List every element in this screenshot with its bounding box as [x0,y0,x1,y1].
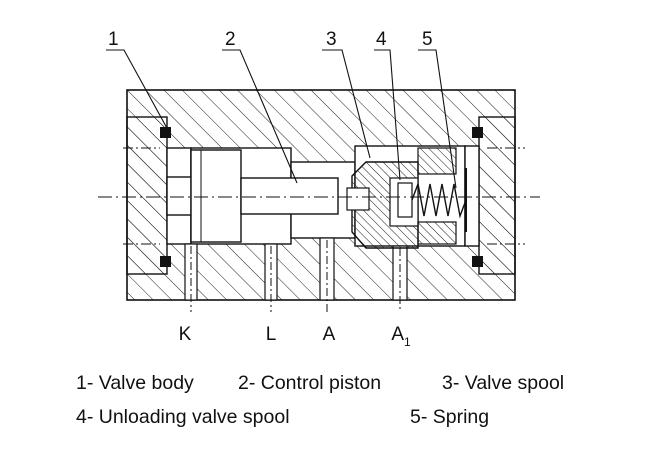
seals [160,127,483,267]
callout-3: 3 [326,29,337,50]
spring [411,168,467,232]
callout-2: 2 [225,29,236,50]
port-label-k: K [179,324,192,345]
legend-item-unloading-valve-spool: 4- Unloading valve spool [76,406,290,428]
legend-item-spring: 5- Spring [410,406,490,428]
callout-5: 5 [422,29,433,50]
port-label-a1-main: A [391,324,404,345]
port-label-a: A [323,324,336,345]
legend-item-valve-spool: 3- Valve spool [442,372,565,394]
unloading-valve-spool [397,147,457,245]
legend-item-valve-body: 1- Valve body [76,372,194,394]
legend-item-control-piston: 2- Control piston [238,372,382,394]
port-label-l: L [266,324,277,345]
port-axes-vertical [190,240,401,312]
callout-4: 4 [376,29,387,50]
port-label-a1: A1 [391,324,411,349]
port-label-a1-subscript: 1 [404,335,411,349]
callout-1: 1 [108,29,119,50]
leader-lines [106,49,457,189]
control-piston [166,149,339,243]
